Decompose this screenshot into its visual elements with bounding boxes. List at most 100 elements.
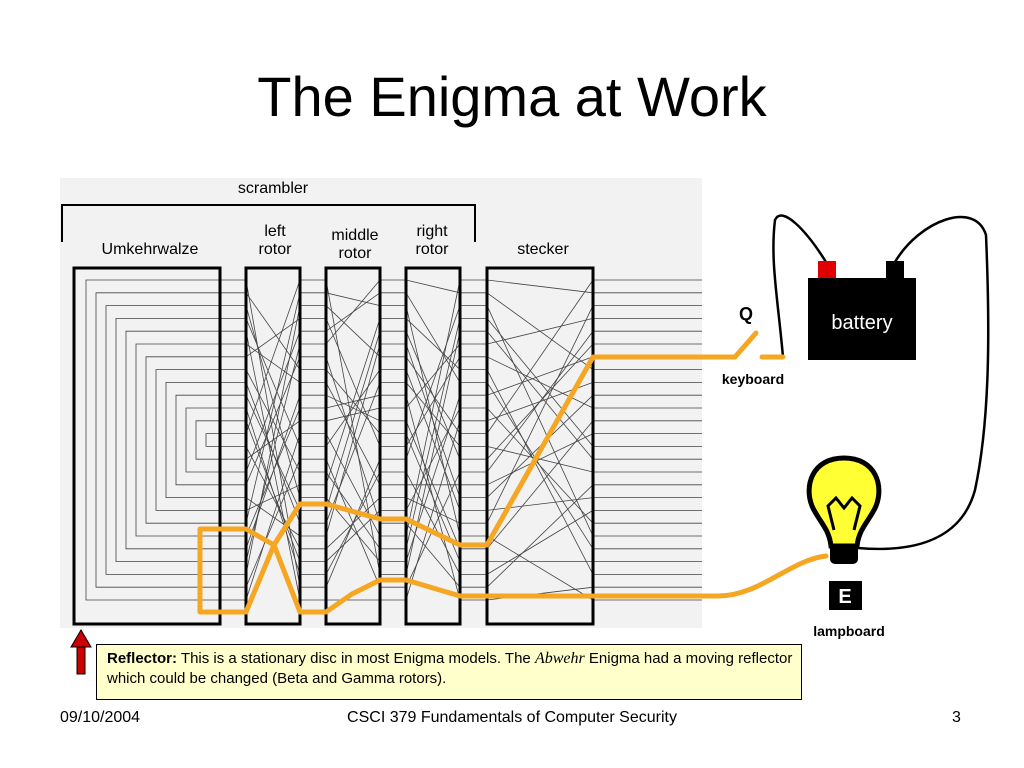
reflector-wire [105,305,220,575]
rotor-wire [405,331,461,575]
reflector-wire [85,279,220,601]
rotor-wire [325,382,381,524]
footer-page-number: 3 [952,709,961,726]
rotor-wire [486,356,594,409]
right-rotor-label-1: right [416,223,448,240]
rotor-wire [486,279,594,434]
footer-course: CSCI 379 Fundamentals of Computer Securi… [347,709,677,726]
rotor-wire [325,279,381,575]
rotor-wire [245,292,301,370]
reflector-wire [195,420,220,460]
rotor-wire [405,318,461,549]
rotor-wire [486,318,594,345]
rotor-wire [405,279,461,537]
wire-battery-lamp [857,215,990,551]
wire-keyboard-battery [772,214,828,358]
battery-negative-terminal [886,261,904,279]
stecker-box [485,266,595,626]
right-rotor-box [404,266,462,626]
battery-label: battery [831,312,892,334]
reflector-wire [185,407,220,473]
lamp-wire-out [715,553,829,599]
circuit-wires [772,214,990,551]
rotor-wire [245,279,301,434]
signal-path-in [197,354,738,615]
reflector-wire [115,318,220,562]
rotor-wire [325,279,381,345]
rotor-wire [325,407,381,422]
middle-rotor-label-2: rotor [339,245,373,262]
rotor-wire [325,369,381,447]
rotor-wire [325,305,381,358]
right-rotor-label-2: rotor [416,241,450,258]
rotor-wire [245,395,301,549]
rotor-wire [325,292,381,306]
rotor-wire [486,369,594,575]
reflector-wire [175,394,220,486]
rotor-wire [486,407,594,524]
key-letter-q: Q [739,304,753,324]
scrambler-label: scrambler [238,180,309,197]
rotor-wire [245,433,301,601]
scrambler-bracket [61,204,476,242]
switch-lever [732,330,759,360]
keyboard-switch[interactable] [732,330,786,360]
rotor-wire [325,331,381,511]
rotor-wire [325,318,381,447]
rotor-wire [405,420,461,601]
rotor-wire [486,484,594,588]
rotor-wire [325,318,381,485]
rotor-wire [486,420,594,550]
stecker-label: stecker [517,241,569,258]
reflector-note: Reflector: This is a stationary disc in … [96,644,802,700]
rotor-wire [245,331,301,601]
rotor-wire [245,459,301,588]
rotor-wire [245,279,301,588]
battery [808,261,916,360]
reflector-wire [135,343,220,537]
keyboard-label: keyboard [722,371,784,387]
battery-body [808,278,916,360]
reflector-arrow-icon [70,629,92,675]
note-text-2: Enigma had a moving reflector which coul… [107,650,793,687]
rotor-wire [486,305,594,524]
umkehrwalze-box [72,266,222,626]
reflector-wire [205,433,220,447]
rotor-wire [245,318,301,358]
rotor-wire [245,305,301,575]
rotor-wire [486,497,594,511]
rotor-wire [245,356,301,485]
reflector-wire [155,369,220,511]
signal-path [197,354,829,615]
left-rotor-box [244,266,302,626]
lamp-letter-e: E [838,586,851,608]
rotor-wire [405,318,461,370]
reflector-wire [125,330,220,550]
rotor-wire [405,471,461,575]
note-lead: Reflector: [107,650,178,667]
rotor-wire [405,279,461,294]
lamp-letter-box [829,581,862,610]
light-bulb-icon [806,455,882,564]
rotor-wire [405,356,461,434]
left-rotor-label-2: rotor [259,241,293,258]
rotor-wire [486,330,594,460]
note-emphasis: Abwehr [534,650,585,667]
rotor-wire [245,318,301,447]
rotor-wire [486,510,594,575]
rotor-wire [405,305,461,460]
rotor-wire [245,331,301,473]
footer-date: 09/10/2004 [60,709,141,726]
middle-rotor-box [324,266,382,626]
slide-title: The Enigma at Work [257,65,767,128]
rotor-wire [486,279,594,294]
rotor-wire [245,343,301,562]
battery-positive-terminal [818,261,836,279]
reflector-wire [145,356,220,524]
rotor-wire [245,484,301,511]
rotor-wire [486,330,594,473]
rotor-wire [405,292,461,383]
wiring [85,279,702,601]
middle-rotor-label-1: middle [331,227,378,244]
lampboard-label: lampboard [813,623,885,639]
